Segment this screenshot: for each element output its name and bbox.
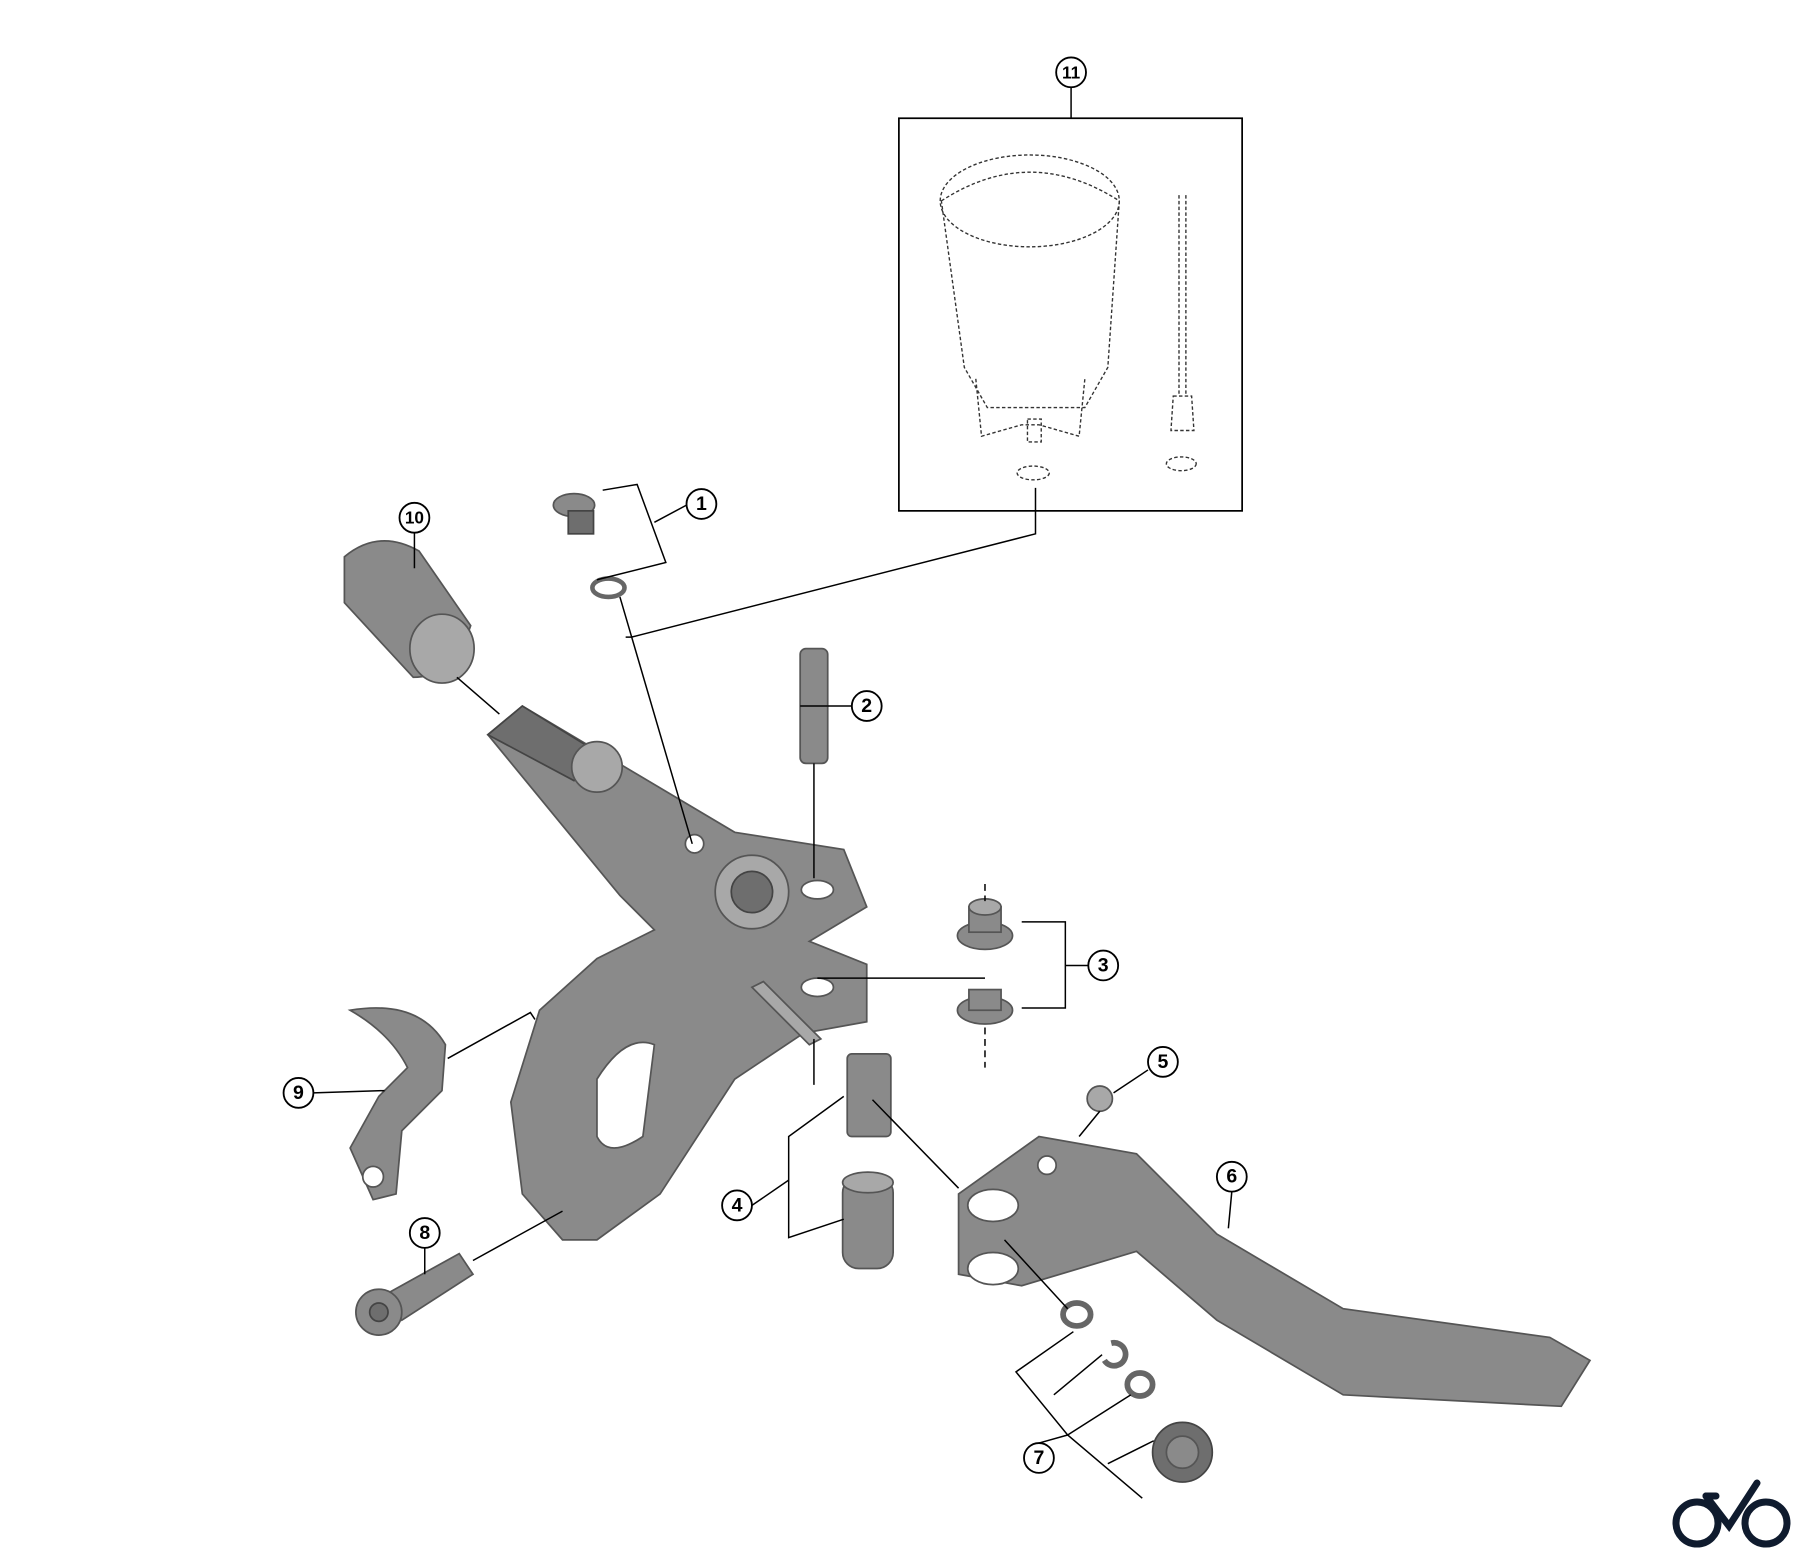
callout-5: 5: [1147, 1046, 1179, 1078]
part-8-bolt: [355, 1210, 563, 1336]
part-9-clamp: [347, 1007, 536, 1201]
svg-text:3: 3: [1098, 954, 1109, 976]
callout-2: 2: [850, 690, 883, 722]
part-3-bushings: [817, 883, 1014, 1068]
part-7-clips-knob: [1003, 1239, 1214, 1483]
svg-text:10: 10: [405, 508, 424, 528]
svg-text:1: 1: [696, 493, 707, 515]
callout-9: 9: [282, 1077, 315, 1109]
bleed-funnel: [940, 171, 1121, 409]
svg-text:5: 5: [1157, 1051, 1168, 1073]
bleed-plug: [1170, 195, 1195, 432]
svg-text:8: 8: [419, 1222, 430, 1244]
pivot-pin: [750, 980, 823, 1085]
callout-6: 6: [1215, 1160, 1248, 1193]
svg-text:4: 4: [732, 1194, 743, 1216]
part-1-screw: [552, 492, 693, 844]
svg-text:11: 11: [1062, 62, 1081, 82]
svg-text:2: 2: [861, 695, 872, 717]
callout-10: 10: [398, 501, 431, 534]
part-10-cover: [343, 540, 500, 715]
callout-8: 8: [408, 1217, 441, 1249]
bleed-kit-box: [898, 87, 1243, 512]
callout-4: 4: [721, 1189, 753, 1222]
callout-3: 3: [1087, 949, 1120, 982]
part-4-blocks: [841, 1053, 960, 1270]
callout-11: 11: [1055, 56, 1087, 89]
svg-text:9: 9: [293, 1082, 304, 1104]
bicycle-logo[interactable]: [1672, 1479, 1791, 1548]
callout-leaders: [313, 483, 1233, 1499]
lever-body: [486, 704, 868, 1241]
svg-text:7: 7: [1034, 1447, 1045, 1469]
callout-1: 1: [685, 488, 718, 520]
part-5-ball: [1086, 1085, 1114, 1113]
callout-7: 7: [1023, 1442, 1055, 1474]
part-6-lever-blade: [957, 1135, 1592, 1408]
svg-text:6: 6: [1226, 1166, 1237, 1188]
